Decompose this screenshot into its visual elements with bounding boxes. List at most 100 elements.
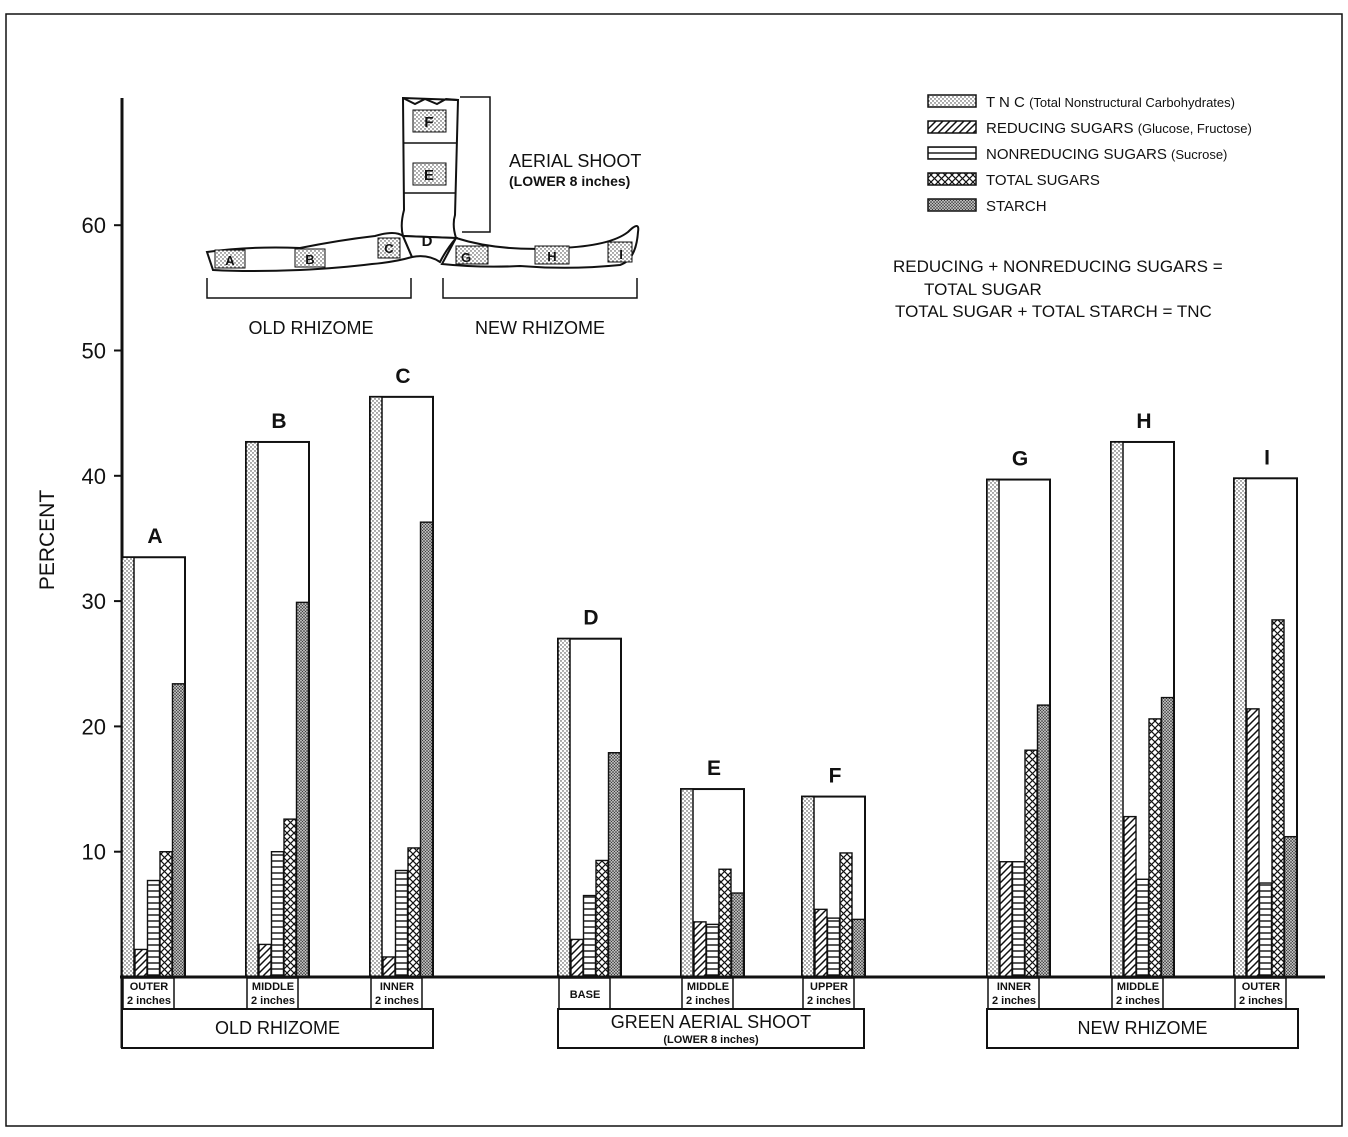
position-label-sub: 2 inches — [251, 995, 295, 1007]
bar-nonreducing — [394, 869, 409, 978]
bar-starch — [851, 918, 866, 978]
position-label: BASE — [570, 989, 601, 1001]
legend-label: T N C (Total Nonstructural Carbohydrates… — [986, 94, 1235, 111]
bar-tnc — [245, 441, 259, 978]
position-label: INNER — [997, 981, 1031, 993]
position-label-box — [558, 977, 611, 1010]
position-label: MIDDLE — [1117, 981, 1159, 993]
category-label: OLD RHIZOME — [215, 1018, 340, 1038]
category-box — [986, 1008, 1299, 1049]
legend-entry-total-sugars: TOTAL SUGARS — [927, 172, 1100, 189]
category-label: NEW RHIZOME — [1078, 1018, 1208, 1038]
plant-diagram-inset: F E A B C D G H I AERIAL SHOOT (LOWER 8 … — [205, 96, 641, 338]
position-label: MIDDLE — [687, 981, 729, 993]
segment-d-label: D — [422, 233, 433, 250]
legend-entry-starch: STARCH — [927, 198, 1047, 215]
position-label-box — [987, 977, 1040, 1010]
position-label-box — [370, 977, 423, 1010]
bar-total-sugars — [1024, 749, 1038, 978]
bar-reducing — [999, 861, 1013, 978]
y-tick-label: 20 — [82, 714, 106, 739]
junction-d-outline — [401, 234, 459, 264]
category-box — [557, 1008, 865, 1049]
bar-tnc — [369, 396, 383, 978]
aerial-shoot-top-edge — [402, 97, 459, 106]
bar-tnc — [557, 637, 571, 978]
bar-total-sugars — [595, 859, 609, 978]
bar-nonreducing — [582, 894, 597, 978]
y-axis-label: PERCENT — [36, 490, 59, 591]
legend-entry-tnc: T N C (Total Nonstructural Carbohydrates… — [927, 94, 1235, 111]
bar-total-sugars — [1148, 718, 1162, 978]
position-label: OUTER — [130, 981, 169, 993]
position-label-box — [1234, 977, 1287, 1010]
segment-c-label: C — [384, 241, 394, 256]
bar-starch — [295, 601, 310, 978]
bar-tnc — [986, 478, 1000, 978]
position-label: OUTER — [1242, 981, 1281, 993]
bar-tnc — [121, 556, 135, 978]
legend-note: (Total Nonstructural Carbohydrates) — [1029, 95, 1235, 110]
note-line-2: TOTAL SUGAR — [924, 280, 1042, 299]
bar-nonreducing — [270, 851, 285, 978]
legend-swatch — [927, 198, 977, 212]
bar-nonreducing — [705, 923, 720, 978]
bar-tnc — [1233, 477, 1247, 978]
bar-total-sugars — [839, 852, 853, 978]
bar-starch — [1160, 696, 1175, 978]
bar-nonreducing — [826, 917, 841, 978]
legend-label: NONREDUCING SUGARS (Sucrose) — [986, 146, 1227, 163]
position-label-sub: 2 inches — [807, 995, 851, 1007]
bar-tnc — [1110, 441, 1124, 978]
legend-entry-nonreducing: NONREDUCING SUGARS (Sucrose) — [927, 146, 1227, 163]
legend-label: STARCH — [986, 198, 1047, 215]
group-letter: C — [395, 365, 410, 388]
segment-h-box — [534, 245, 570, 265]
legend-note: (Sucrose) — [1171, 147, 1227, 162]
segment-a-label: A — [225, 253, 235, 268]
figure-border — [5, 13, 1343, 1127]
bar-total-sugars — [407, 847, 421, 978]
y-tick-label: 10 — [82, 840, 106, 865]
note-line-3: TOTAL SUGAR + TOTAL STARCH = TNC — [895, 302, 1212, 321]
y-tick-label: 30 — [82, 589, 106, 614]
bar-reducing — [382, 956, 396, 978]
bar-nonreducing — [146, 879, 161, 978]
segment-b-box — [294, 248, 326, 268]
aerial-shoot-sublabel: (LOWER 8 inches) — [509, 173, 630, 189]
position-label: UPPER — [810, 981, 848, 993]
bar-group-a: A OUTER 2 inches — [121, 525, 186, 1010]
bar-nonreducing — [1258, 882, 1273, 978]
category-label: GREEN AERIAL SHOOT — [611, 1012, 811, 1032]
segment-g-label: G — [461, 250, 471, 265]
legend-swatch — [927, 146, 977, 160]
segment-b-label: B — [305, 252, 314, 267]
position-label-sub: 2 inches — [127, 995, 171, 1007]
segment-i-label: I — [619, 247, 623, 262]
position-label-sub: 2 inches — [375, 995, 419, 1007]
segment-i-box — [607, 241, 633, 263]
group-letter: D — [583, 607, 598, 630]
bar-reducing — [814, 908, 828, 978]
bar-group-d: D BASE — [557, 607, 622, 1010]
aerial-shoot-bracket — [460, 96, 491, 233]
bar-nonreducing — [1011, 861, 1026, 978]
note-line-1: REDUCING + NONREDUCING SUGARS = — [893, 257, 1223, 276]
bar-total-sugars — [283, 818, 297, 978]
bar-starch — [419, 521, 434, 978]
group-letter: H — [1136, 410, 1151, 433]
group-letter: G — [1012, 448, 1028, 471]
legend-entry-reducing: REDUCING SUGARS (Glucose, Fructose) — [927, 120, 1252, 137]
group-letter: A — [147, 525, 162, 548]
legend: T N C (Total Nonstructural Carbohydrates… — [927, 94, 1252, 215]
legend-swatch — [927, 172, 977, 186]
equation-notes: REDUCING + NONREDUCING SUGARS = TOTAL SU… — [893, 257, 1223, 321]
